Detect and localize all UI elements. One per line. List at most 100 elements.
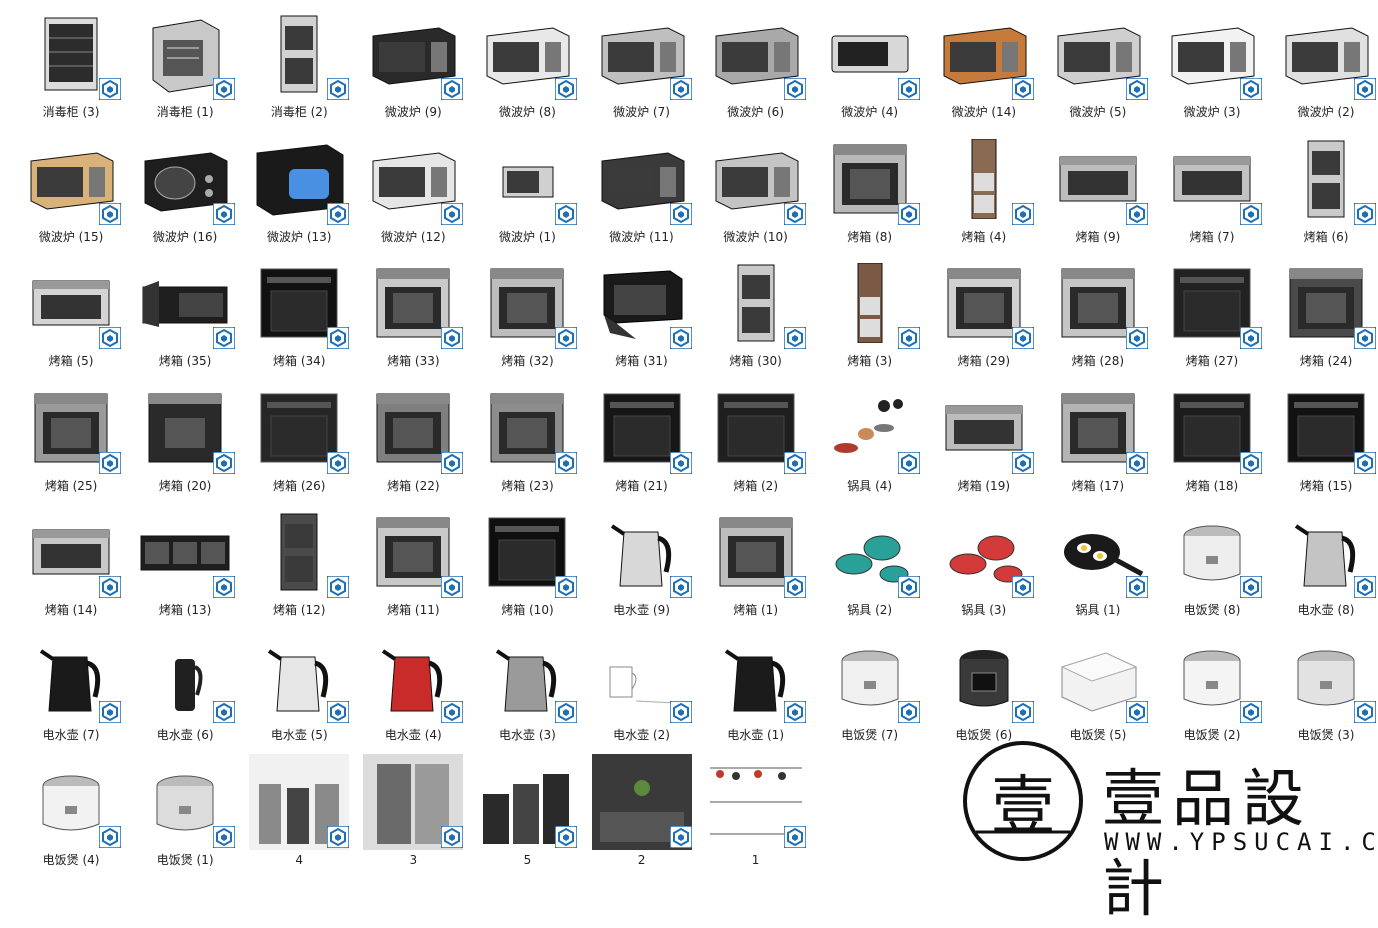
- model-tile[interactable]: 微波炉 (15): [14, 131, 128, 256]
- model-tile[interactable]: 电水壶 (7): [14, 629, 128, 754]
- model-tile[interactable]: 电饭煲 (8): [1155, 504, 1269, 629]
- model-tile[interactable]: 消毒柜 (3): [14, 6, 128, 131]
- model-tile[interactable]: 烤箱 (24): [1269, 255, 1378, 380]
- model-thumbnail[interactable]: [247, 629, 351, 725]
- model-tile[interactable]: 微波炉 (16): [128, 131, 242, 256]
- model-thumbnail[interactable]: [361, 380, 465, 476]
- model-thumbnail[interactable]: [1160, 6, 1264, 102]
- model-tile[interactable]: 烤箱 (12): [242, 504, 356, 629]
- model-tile[interactable]: 微波炉 (11): [584, 131, 698, 256]
- model-thumbnail[interactable]: [1046, 629, 1150, 725]
- model-tile[interactable]: 电水壶 (3): [470, 629, 584, 754]
- model-tile[interactable]: 烤箱 (22): [356, 380, 470, 505]
- model-thumbnail[interactable]: [361, 753, 465, 850]
- model-thumbnail[interactable]: [19, 255, 123, 351]
- model-tile[interactable]: 微波炉 (4): [813, 6, 927, 131]
- model-tile[interactable]: 烤箱 (5): [14, 255, 128, 380]
- model-thumbnail[interactable]: [818, 131, 922, 227]
- model-tile[interactable]: 烤箱 (8): [813, 131, 927, 256]
- model-thumbnail[interactable]: [818, 629, 922, 725]
- model-thumbnail[interactable]: [361, 131, 465, 227]
- model-tile[interactable]: 电水壶 (5): [242, 629, 356, 754]
- model-thumbnail[interactable]: [590, 131, 694, 227]
- model-thumbnail[interactable]: [475, 380, 579, 476]
- model-thumbnail[interactable]: [1160, 629, 1264, 725]
- model-thumbnail[interactable]: [19, 131, 123, 227]
- model-thumbnail[interactable]: [133, 504, 237, 600]
- model-thumbnail[interactable]: [133, 380, 237, 476]
- model-tile[interactable]: 烤箱 (27): [1155, 255, 1269, 380]
- model-tile[interactable]: 电饭煲 (2): [1155, 629, 1269, 754]
- model-thumbnail[interactable]: [247, 255, 351, 351]
- model-tile[interactable]: 1: [699, 753, 813, 879]
- model-thumbnail[interactable]: [475, 753, 579, 850]
- model-tile[interactable]: 5: [470, 753, 584, 879]
- model-thumbnail[interactable]: [1160, 504, 1264, 600]
- model-thumbnail[interactable]: [1274, 629, 1378, 725]
- model-tile[interactable]: 烤箱 (14): [14, 504, 128, 629]
- model-thumbnail[interactable]: [932, 504, 1036, 600]
- model-thumbnail[interactable]: [475, 504, 579, 600]
- model-tile[interactable]: 微波炉 (5): [1041, 6, 1155, 131]
- model-thumbnail[interactable]: [704, 504, 808, 600]
- model-thumbnail[interactable]: [1046, 380, 1150, 476]
- model-thumbnail[interactable]: [590, 504, 694, 600]
- model-thumbnail[interactable]: [475, 255, 579, 351]
- model-thumbnail[interactable]: [133, 754, 237, 850]
- model-thumbnail[interactable]: [475, 6, 579, 102]
- model-thumbnail[interactable]: [818, 380, 922, 476]
- model-thumbnail[interactable]: [1274, 504, 1378, 600]
- model-thumbnail[interactable]: [590, 380, 694, 476]
- model-thumbnail[interactable]: [932, 629, 1036, 725]
- model-tile[interactable]: 烤箱 (4): [927, 131, 1041, 256]
- model-tile[interactable]: 烤箱 (18): [1155, 380, 1269, 505]
- model-tile[interactable]: 电饭煲 (1): [128, 754, 242, 879]
- model-thumbnail[interactable]: [704, 6, 808, 102]
- model-thumbnail[interactable]: [1160, 380, 1264, 476]
- model-thumbnail[interactable]: [361, 255, 465, 351]
- model-thumbnail[interactable]: [133, 629, 237, 725]
- model-tile[interactable]: 烤箱 (13): [128, 504, 242, 629]
- model-thumbnail[interactable]: [932, 6, 1036, 102]
- model-thumbnail[interactable]: [19, 380, 123, 476]
- model-thumbnail[interactable]: [818, 6, 922, 102]
- model-thumbnail[interactable]: [247, 131, 351, 227]
- model-thumbnail[interactable]: [1274, 380, 1378, 476]
- model-tile[interactable]: 烤箱 (3): [813, 255, 927, 380]
- model-thumbnail[interactable]: [1274, 255, 1378, 351]
- model-thumbnail[interactable]: [247, 504, 351, 600]
- model-tile[interactable]: 电水壶 (6): [128, 629, 242, 754]
- model-thumbnail[interactable]: [704, 131, 808, 227]
- model-tile[interactable]: 烤箱 (20): [128, 380, 242, 505]
- model-thumbnail[interactable]: [475, 131, 579, 227]
- model-tile[interactable]: 烤箱 (15): [1269, 380, 1378, 505]
- model-tile[interactable]: 4: [242, 753, 356, 879]
- model-tile[interactable]: 烤箱 (33): [356, 255, 470, 380]
- model-tile[interactable]: 烤箱 (11): [356, 504, 470, 629]
- model-thumbnail[interactable]: [247, 380, 351, 476]
- model-thumbnail[interactable]: [1046, 6, 1150, 102]
- model-thumbnail[interactable]: [1046, 504, 1150, 600]
- model-thumbnail[interactable]: [361, 504, 465, 600]
- model-thumbnail[interactable]: [133, 6, 237, 102]
- model-tile[interactable]: 电饭煲 (3): [1269, 629, 1378, 754]
- model-tile[interactable]: 微波炉 (13): [242, 131, 356, 256]
- model-thumbnail[interactable]: [247, 6, 351, 102]
- model-thumbnail[interactable]: [19, 6, 123, 102]
- model-tile[interactable]: 锅具 (1): [1041, 504, 1155, 629]
- model-tile[interactable]: 烤箱 (23): [470, 380, 584, 505]
- model-tile[interactable]: 烤箱 (31): [584, 255, 698, 380]
- model-thumbnail[interactable]: [932, 380, 1036, 476]
- model-tile[interactable]: 烤箱 (21): [584, 380, 698, 505]
- model-tile[interactable]: 微波炉 (7): [584, 6, 698, 131]
- model-thumbnail[interactable]: [133, 255, 237, 351]
- model-tile[interactable]: 烤箱 (28): [1041, 255, 1155, 380]
- model-tile[interactable]: 微波炉 (1): [470, 131, 584, 256]
- model-tile[interactable]: 烤箱 (26): [242, 380, 356, 505]
- model-tile[interactable]: 烤箱 (19): [927, 380, 1041, 505]
- model-tile[interactable]: 微波炉 (8): [470, 6, 584, 131]
- model-tile[interactable]: 烤箱 (10): [470, 504, 584, 629]
- model-thumbnail[interactable]: [1274, 131, 1378, 227]
- model-thumbnail[interactable]: [247, 753, 351, 850]
- model-tile[interactable]: 烤箱 (6): [1269, 131, 1378, 256]
